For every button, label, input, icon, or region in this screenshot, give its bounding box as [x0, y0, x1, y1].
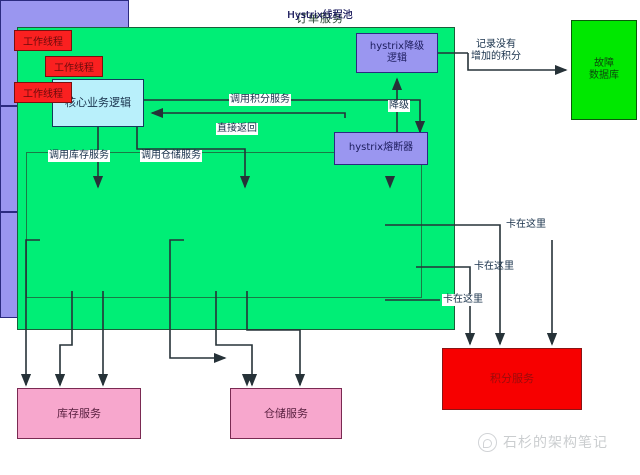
label-stuck-here-3: 卡在这里	[442, 294, 484, 306]
warehouse-service-box[interactable]: 仓储服务	[230, 388, 342, 439]
brand-logo-icon	[478, 432, 497, 452]
record-missing-points-line2: 增加的积分	[471, 51, 521, 62]
fault-db-line2: 数据库	[589, 70, 619, 81]
record-missing-points-line1: 记录没有	[476, 39, 516, 50]
points-service-box[interactable]: 积分服务	[442, 348, 582, 410]
hystrix-fallback-line2: 逻辑	[386, 53, 407, 64]
worker-thread-blocked[interactable]: 工作线程	[45, 56, 103, 77]
worker-thread-blocked[interactable]: 工作线程	[14, 82, 72, 103]
label-call-warehouse-service: 调用仓储服务	[140, 150, 202, 162]
fault-database-box[interactable]: 故障 数据库	[571, 20, 637, 120]
pool-1-title: Hystrix线程池	[287, 10, 353, 21]
label-call-points-service: 调用积分服务	[229, 94, 291, 106]
label-call-inventory-service: 调用库存服务	[48, 150, 110, 162]
hystrix-circuit-breaker-box[interactable]: hystrix熔断器	[334, 132, 428, 165]
pool-2-title: Hystrix线程池	[287, 10, 353, 21]
fault-db-line1: 故障	[594, 57, 614, 69]
label-record-missing-points: 记录没有 增加的积分	[470, 39, 522, 63]
hystrix-fallback-logic-box[interactable]: hystrix降级 逻辑	[356, 33, 438, 73]
watermark-text: 石杉的架构笔记	[503, 435, 608, 451]
order-service-title: 订单服务	[296, 12, 344, 25]
watermark: 石杉的架构笔记	[478, 432, 608, 452]
worker-thread-blocked[interactable]: 工作线程	[14, 30, 72, 51]
thread-pool-band	[26, 152, 422, 298]
label-stuck-here-2: 卡在这里	[474, 261, 514, 272]
inventory-service-box[interactable]: 库存服务	[17, 388, 141, 439]
label-direct-return: 直接返回	[216, 123, 258, 135]
hystrix-fallback-line1: hystrix降级	[369, 40, 425, 52]
label-stuck-here-1: 卡在这里	[506, 219, 546, 230]
pool-3-title: Hystrix线程池	[287, 10, 353, 21]
label-degrade: 降级	[388, 100, 410, 112]
